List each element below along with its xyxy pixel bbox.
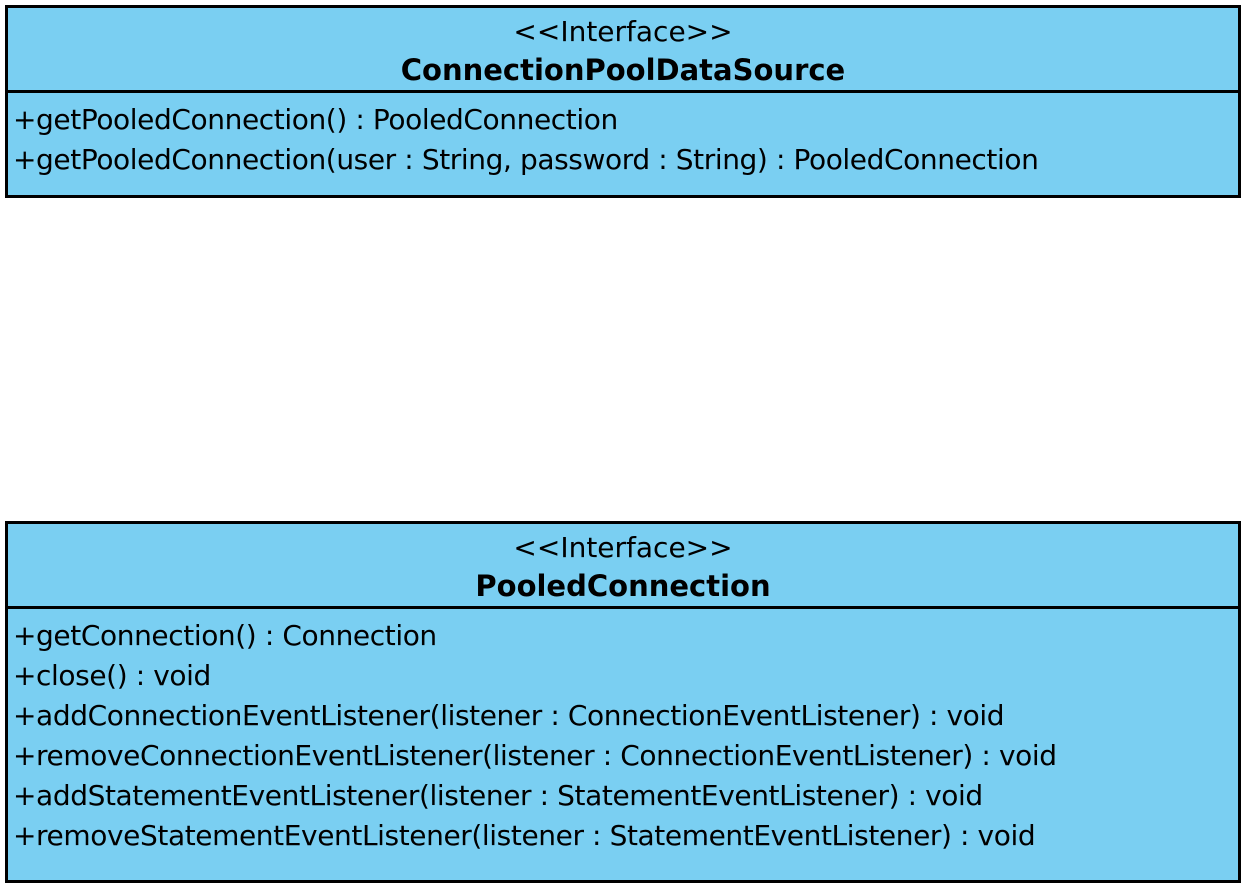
class-header: <<Interface>> ConnectionPoolDataSource (8, 8, 1238, 93)
method-item: +removeConnectionEventListener(listener … (13, 739, 1057, 772)
method-item: +addStatementEventListener(listener : St… (13, 779, 983, 812)
method-item: +removeStatementEventListener(listener :… (13, 819, 1036, 852)
interface-box-connection-pool-data-source: <<Interface>> ConnectionPoolDataSource +… (5, 5, 1241, 198)
method-item: +addConnectionEventListener(listener : C… (13, 699, 1005, 732)
method-item: +getConnection() : Connection (13, 619, 437, 652)
class-header: <<Interface>> PooledConnection (8, 524, 1238, 609)
method-item: +getPooledConnection() : PooledConnectio… (13, 103, 618, 136)
methods-compartment: +getConnection() : Connection +close() :… (8, 609, 1238, 856)
method-item: +close() : void (13, 659, 211, 692)
interface-box-pooled-connection: <<Interface>> PooledConnection +getConne… (5, 521, 1241, 883)
interface-name: ConnectionPoolDataSource (400, 53, 846, 87)
methods-compartment: +getPooledConnection() : PooledConnectio… (8, 93, 1238, 180)
interface-name: PooledConnection (475, 569, 771, 603)
stereotype-label: <<Interface>> (513, 531, 733, 564)
stereotype-label: <<Interface>> (513, 15, 733, 48)
method-item: +getPooledConnection(user : String, pass… (13, 143, 1039, 176)
